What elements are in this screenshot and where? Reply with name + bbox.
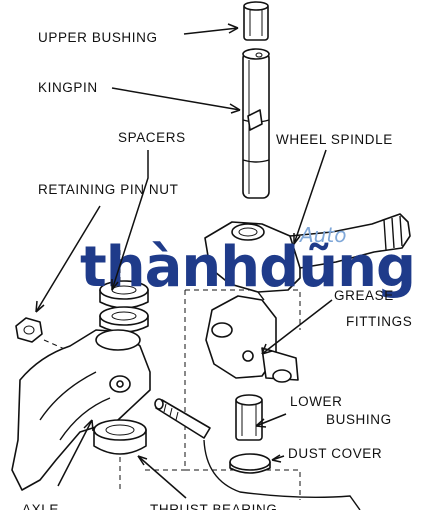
leader-arrows [35,23,333,499]
bottom-leader-curve [203,439,361,510]
thrust-bearing-part [93,419,147,455]
watermark-auto: Auto [298,223,346,247]
label-upper-bushing: UPPER BUSHING [38,30,158,45]
label-axle: AXLE [22,502,59,510]
watermark-registered: ® [342,266,353,279]
label-wheel-spindle: WHEEL SPINDLE [276,132,393,147]
label-thrust-bearing: THRUST BEARING [150,502,277,510]
watermark-brand: thànhdũng [80,235,415,300]
lower-bushing-part [235,394,263,441]
label-grease-line2: FITTINGS [346,314,412,329]
label-retaining-pin-nut: RETAINING PIN NUT [38,182,178,197]
label-spacers: SPACERS [118,130,186,145]
axle-part [11,329,151,491]
kingpin-part [242,48,270,199]
watermark-logo: thànhdũng Auto ® [80,223,416,300]
dust-cover-part [229,453,271,474]
retaining-pin-part [154,398,211,439]
upper-bushing-part [243,1,269,41]
label-lower-bushing-line1: LOWER [290,394,343,409]
wheel-spindle-part [204,213,411,383]
label-kingpin: KINGPIN [38,80,98,95]
label-grease-line1: GREASE [334,288,394,303]
label-dust-cover: DUST COVER [288,446,382,461]
label-lower-bushing-line2: BUSHING [326,412,392,427]
